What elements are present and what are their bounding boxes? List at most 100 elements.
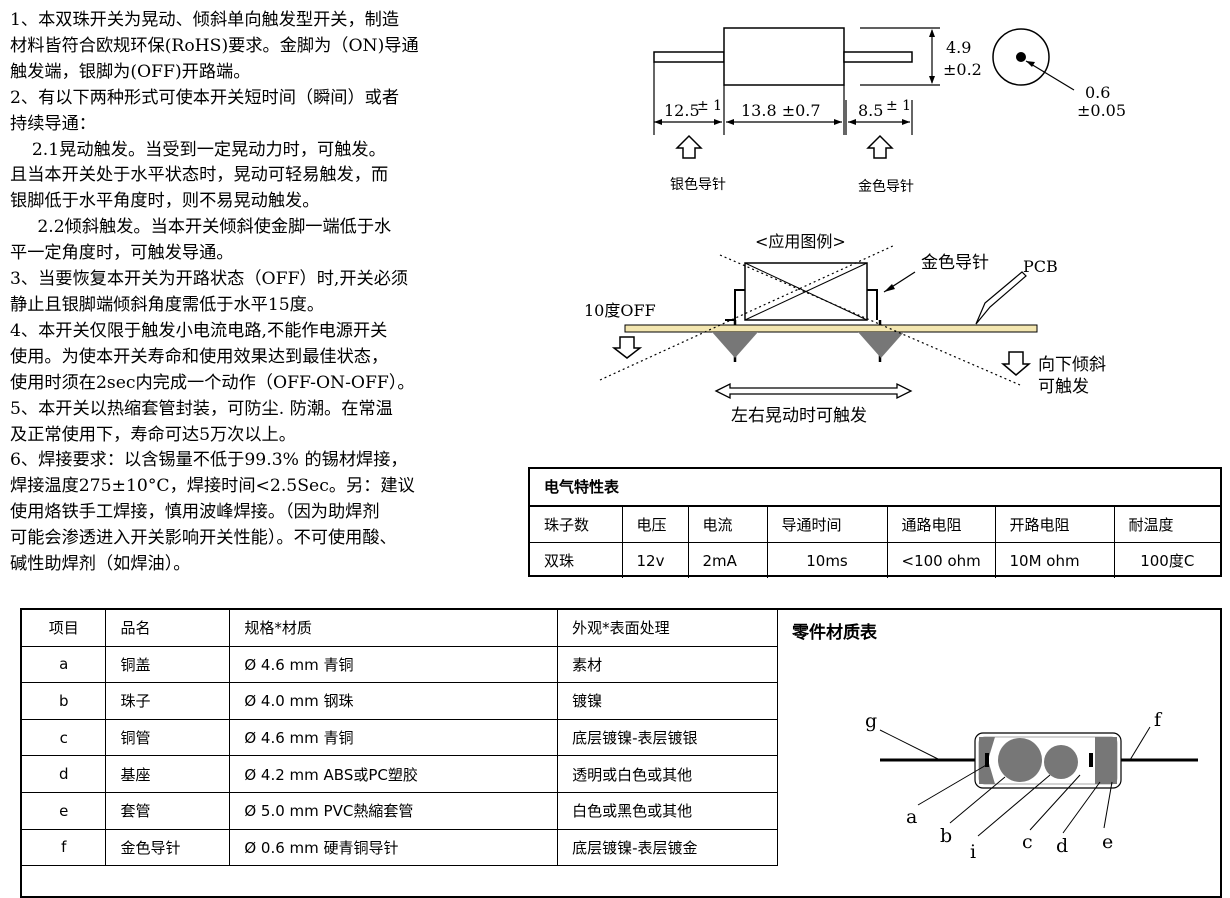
intro-line: 静止且银脚端倾斜角度需低于水平15度。 — [10, 294, 325, 315]
intro-line: 使用。为使本开关寿命和使用效果达到最佳状态， — [10, 346, 389, 367]
off-angle-label: 10度OFF — [584, 301, 656, 320]
intro-line: 且当本开关处于水平状态时，晃动可轻易触发，而 — [10, 165, 389, 186]
label-f: f — [1154, 709, 1163, 731]
dimension-drawing: 12.5 ± 1 13.8 ±0.7 8.5 ± 1 4.9 ±0.2 0.6 … — [653, 27, 1126, 195]
intro-line: 材料皆符合欧规环保(RoHS)要求。金脚为（ON)导通 — [10, 35, 419, 56]
gold-pin-callout: 金色导针 — [921, 253, 989, 273]
table-cell: Ø 5.0 mm PVC熱縮套管 — [229, 791, 559, 830]
dim-left-lead: 12.5 — [664, 101, 700, 120]
intro-line: 焊接温度275±10°C，焊接时间<2.5Sec。另：建议 — [10, 476, 415, 497]
table-cell: 铜盖 — [105, 645, 231, 684]
dim-diameter: 4.9 — [946, 38, 971, 57]
table-cell: 镀镍 — [557, 682, 778, 720]
table-cell: 100度C — [1113, 542, 1220, 578]
electrical-table-title: 电气特性表 — [530, 469, 1220, 506]
table-cell: 金色导针 — [105, 828, 231, 867]
label-b: b — [940, 825, 952, 847]
table-cell: d — [22, 755, 107, 793]
silver-pin-label: 银色导针 — [670, 176, 726, 193]
table-header: 导通时间 — [766, 506, 888, 543]
intro-line: 平一定角度时，可触发导通。 — [10, 243, 234, 264]
table-cell: Ø 4.0 mm 钢珠 — [229, 682, 559, 720]
dim-pin-tol: ±0.05 — [1077, 101, 1126, 120]
label-e: e — [1102, 831, 1113, 853]
table-header: 耐温度 — [1113, 506, 1220, 543]
down-arrow-icon — [611, 336, 643, 359]
tilt-label-2: 可触发 — [1038, 377, 1089, 397]
intro-line: 6、焊接要求：以含锡量不低于99.3% 的锡材焊接， — [10, 450, 408, 471]
up-arrow-icon — [866, 134, 894, 159]
intro-line: 2.2倾斜触发。当本开关倾斜使金脚一端低于水 — [10, 217, 392, 238]
gold-pin-label: 金色导针 — [858, 178, 914, 195]
dim-pin: 0.6 — [1085, 83, 1110, 102]
table-cell: <100 ohm — [886, 542, 996, 578]
table-header: 外观*表面处理 — [557, 610, 778, 647]
intro-text: 1、本双珠开关为晃动、倾斜单向触发型开关，制造材料皆符合欧规环保(RoHS)要求… — [10, 8, 505, 578]
intro-line: 可能会渗透进入开关影响开关性能）。不可使用酸、 — [10, 528, 397, 549]
intro-line: 使用烙铁手工焊接，慎用波峰焊接。（因为助焊剂 — [10, 502, 380, 523]
intro-line: 4、本开关仅限于触发小电流电路,不能作电源开关 — [10, 320, 388, 341]
shake-label: 左右晃动时可触发 — [731, 406, 867, 426]
label-d: d — [1056, 835, 1068, 857]
table-cell: 素材 — [557, 645, 778, 684]
label-i: i — [970, 841, 976, 863]
table-cell: a — [22, 645, 107, 684]
double-arrow-icon — [714, 382, 913, 400]
table-header: 通路电阻 — [886, 506, 996, 543]
part-drawing: g f a b i c d e — [865, 709, 1198, 863]
table-row: 双珠 12v 2mA 10ms <100 ohm 10M ohm 100度C — [530, 542, 1220, 578]
table-cell: e — [22, 791, 107, 830]
intro-line: 及正常使用下，寿命可达5万次以上。 — [10, 424, 296, 445]
label-g: g — [865, 710, 877, 732]
table-cell: 基座 — [105, 755, 231, 793]
dim-body: 13.8 ±0.7 — [741, 101, 821, 120]
application-title: <应用图例> — [755, 232, 846, 251]
table-cell: 10M ohm — [994, 542, 1115, 578]
application-diagram: <应用图例> 金色导针 PCB 10度OFF 向下倾斜 可触发 左右晃动时可触发 — [584, 232, 1106, 426]
table-cell: c — [22, 718, 107, 757]
table-row: 项目 品名 规格*材质 外观*表面处理 — [22, 610, 778, 647]
table-cell: 12v — [621, 542, 689, 578]
pcb-label: PCB — [1023, 257, 1058, 276]
table-cell: 底层镀镍-表层镀银 — [557, 718, 778, 757]
table-header: 电流 — [687, 506, 768, 543]
table-cell: b — [22, 682, 107, 720]
intro-line: 3、当要恢复本开关为开路状态（OFF）时,开关必须 — [10, 269, 409, 290]
tilt-label-1: 向下倾斜 — [1038, 355, 1106, 375]
intro-line: 1、本双珠开关为晃动、倾斜单向触发型开关，制造 — [10, 10, 400, 30]
table-cell: 底层镀镍-表层镀金 — [557, 828, 778, 867]
dim-diameter-tol: ±0.2 — [943, 60, 982, 79]
table-cell: Ø 4.6 mm 青铜 — [229, 718, 559, 757]
label-c: c — [1022, 831, 1033, 853]
intro-line: 碱性助焊剂（如焊油）。 — [10, 554, 191, 575]
table-cell: Ø 4.2 mm ABS或PC塑胶 — [229, 755, 559, 793]
table-cell: 铜管 — [105, 718, 231, 757]
dim-left-tol: ± 1 — [697, 98, 722, 114]
table-cell: 10ms — [766, 542, 888, 578]
table-header: 规格*材质 — [229, 610, 559, 647]
table-cell: 白色或黑色或其他 — [557, 791, 778, 830]
intro-line: 持续导通： — [10, 113, 96, 134]
intro-line: 2.1晃动触发。当受到一定晃动力时，可触发。 — [10, 139, 386, 160]
table-cell: Ø 4.6 mm 青铜 — [229, 645, 559, 684]
table-cell: 双珠 — [530, 542, 623, 578]
diagram-canvas: 12.5 ± 1 13.8 ±0.7 8.5 ± 1 4.9 ±0.2 0.6 … — [584, 27, 1198, 863]
intro-line: 5、本开关以热缩套管封装，可防尘. 防潮。在常温 — [10, 398, 393, 419]
table-header: 电压 — [621, 506, 689, 543]
table-cell: f — [22, 828, 107, 867]
table-header: 开路电阻 — [994, 506, 1115, 543]
table-cell: 2mA — [687, 542, 768, 578]
intro-line: 触发端，银脚为(OFF)开路端。 — [10, 61, 251, 82]
table-header: 珠子数 — [530, 506, 623, 543]
intro-line: 银脚低于水平角度时，则不易晃动触发。 — [10, 191, 320, 212]
table-cell: 珠子 — [105, 682, 231, 720]
table-cell: 透明或白色或其他 — [557, 755, 778, 793]
label-a: a — [906, 806, 917, 828]
electrical-table: 电气特性表 珠子数 电压 电流 导通时间 通路电阻 开路电阻 耐温度 双珠 12… — [528, 467, 1222, 578]
